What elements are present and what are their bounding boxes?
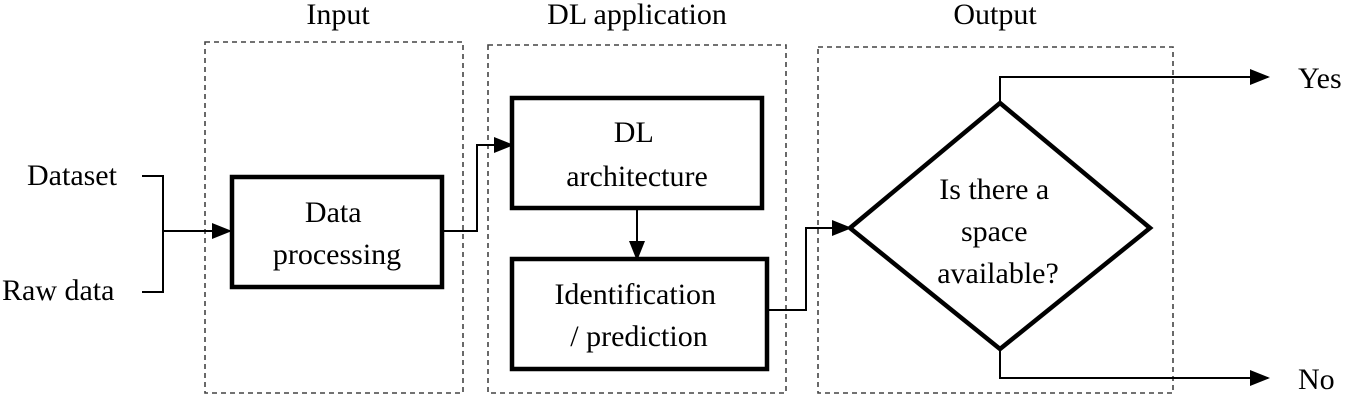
identification-box [509,256,770,372]
dl-architecture-label-line-1: DL [614,116,653,149]
output-group-frame [817,46,1174,394]
data-processing-box [229,174,445,290]
no-outcome-label: No [1298,363,1335,396]
identification-label-line-2: / prediction [570,320,707,353]
input-group-title: Input [306,0,370,31]
data-processing-label-line-1: Data [305,196,362,229]
arrow-data-processing-to-dl-architecture [442,137,514,232]
identification-label: Identification / prediction [554,278,723,353]
raw-data-label: Raw data [2,274,114,307]
source-connectors [142,175,164,293]
arrow-decision-to-yes [999,69,1270,103]
dl-architecture-label: DL architecture [566,116,708,193]
dataset-label: Dataset [27,159,118,192]
decision-question-line-1: Is there a [939,173,1049,206]
decision-question-line-2: space [961,215,1028,248]
dl-architecture-label-line-2: architecture [566,160,708,193]
arrow-decision-to-no [999,349,1270,386]
dl-application-group-title: DL application [547,0,727,31]
data-processing-label-line-2: processing [273,238,401,271]
decision-question: Is there a space available? [937,173,1059,290]
output-group-title: Output [953,0,1037,31]
input-group-frame [204,41,464,394]
identification-label-line-1: Identification [554,278,716,311]
data-processing-label: Data processing [273,196,401,271]
dl-application-group-frame [487,44,787,394]
arrow-identification-to-decision [767,220,852,311]
yes-outcome-label: Yes [1298,62,1342,95]
decision-question-line-3: available? [937,257,1059,290]
